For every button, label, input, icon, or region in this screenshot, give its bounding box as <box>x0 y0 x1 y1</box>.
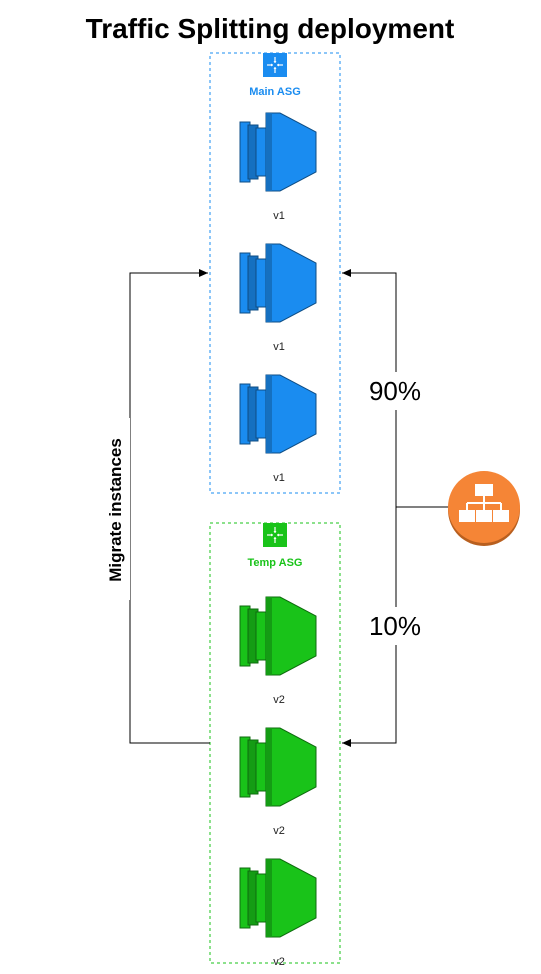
migrate-arrow <box>129 269 210 744</box>
load-balancer-icon[interactable] <box>448 471 520 546</box>
ec2-instance-icon[interactable] <box>239 374 317 454</box>
ec2-instance-icon[interactable] <box>239 727 317 807</box>
instance-version-label: v1 <box>273 472 285 484</box>
migrate-label-bg <box>104 418 130 600</box>
auto-scaling-group-icon <box>263 523 287 547</box>
ec2-instance-icon[interactable] <box>239 243 317 323</box>
auto-scaling-group-icon <box>263 53 287 77</box>
main-asg-group[interactable]: Main ASG <box>209 52 341 494</box>
ec2-instance-icon[interactable] <box>239 112 317 192</box>
temp-asg-label: Temp ASG <box>247 557 302 569</box>
instance-version-label: v2 <box>273 825 285 837</box>
migrate-instances-label: Migrate instances <box>106 438 125 582</box>
instance-version-label: v2 <box>273 694 285 706</box>
instance-version-label: v1 <box>273 210 285 222</box>
instance-version-label: v1 <box>273 341 285 353</box>
main-asg-border <box>209 52 341 494</box>
temp-percent-bg <box>362 607 428 645</box>
instance-version-label: v2 <box>273 956 285 968</box>
main-traffic-percent: 90% <box>369 376 421 406</box>
main-asg-label: Main ASG <box>249 86 301 98</box>
main-percent-bg <box>362 372 428 410</box>
connectors <box>129 269 449 747</box>
ec2-instance-icon[interactable] <box>239 858 317 938</box>
temp-traffic-arrow <box>342 507 397 747</box>
temp-traffic-percent: 10% <box>369 611 421 641</box>
main-traffic-arrow <box>342 269 397 507</box>
ec2-instance-icon[interactable] <box>239 596 317 676</box>
page-title: Traffic Splitting deployment <box>86 13 455 44</box>
instances-layer: v1 v1 v1 v2 v2 v2 <box>239 112 317 968</box>
